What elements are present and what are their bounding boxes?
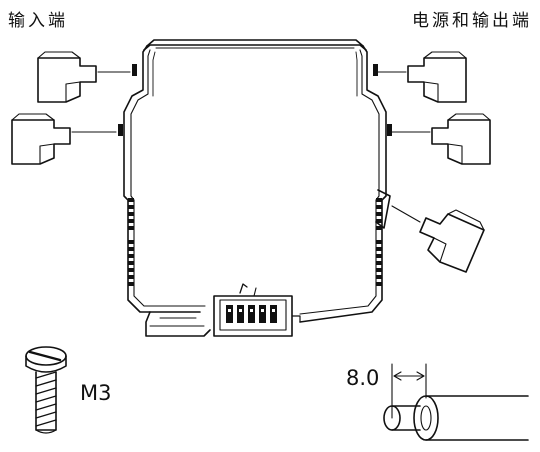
terminal-plug-icon [391,113,491,165]
terminal-plug-icon [11,113,117,165]
din-rail-clip [145,283,301,337]
strip-length-label: 8.0 [346,366,380,390]
bus-connector-pins [226,305,277,323]
terminal-plug-icon [37,51,131,103]
input-terminal-label: 输入端 [8,11,68,31]
stripped-wire-icon [383,363,529,441]
power-output-terminal-label: 电源和输出端 [412,11,532,31]
module-housing [123,39,391,323]
left-vent-slots [128,198,134,286]
terminal-plug-icon [391,205,485,273]
screw-size-label: M3 [80,381,112,405]
side-socket-openings [118,64,392,136]
slotted-screw-icon [25,346,67,434]
right-vent-slots [376,198,382,286]
terminal-plug-icon [377,51,467,103]
